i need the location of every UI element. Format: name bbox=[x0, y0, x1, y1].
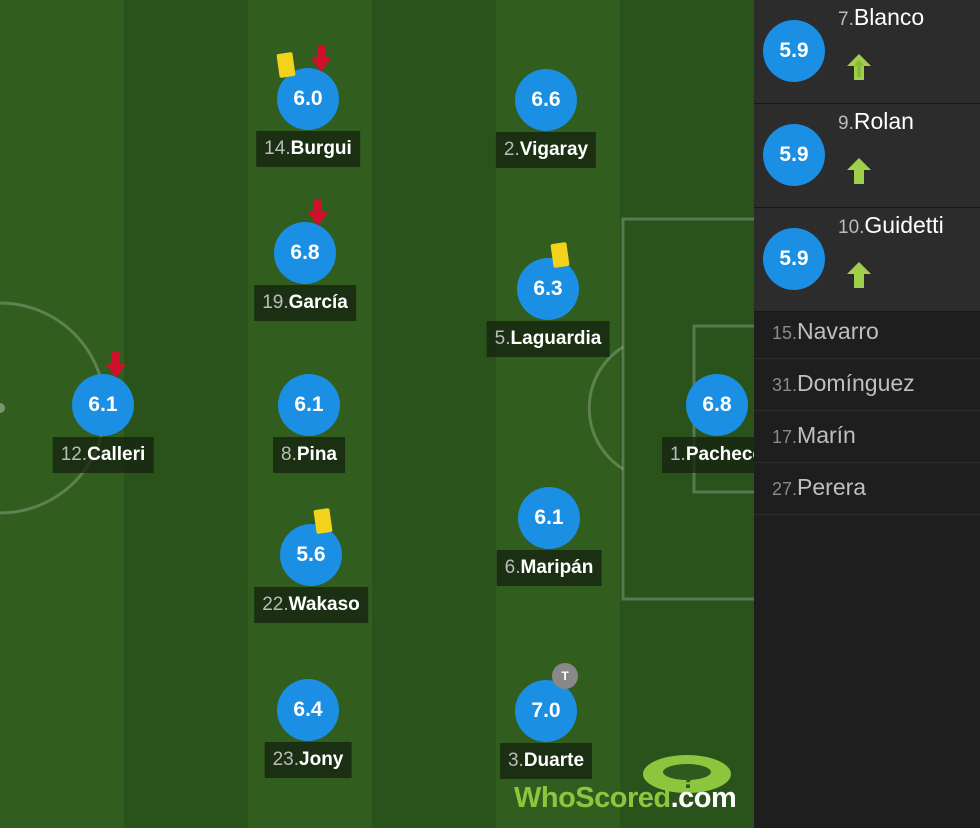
svg-text:?: ? bbox=[680, 763, 697, 794]
substitute-row[interactable]: 5.9 9.Rolan bbox=[754, 104, 980, 208]
player-number: 3. bbox=[507, 750, 524, 771]
player-name: Duarte bbox=[523, 750, 585, 771]
bench-player-name: Navarro bbox=[797, 318, 879, 344]
player-name: Pacheco bbox=[685, 444, 754, 465]
player-name: Vigaray bbox=[519, 139, 589, 160]
player-name-label: 22.Wakaso bbox=[254, 587, 368, 623]
player-number: 19. bbox=[262, 292, 289, 313]
substitute-name-label: 7.Blanco bbox=[838, 4, 924, 31]
player-rating: 6.6 bbox=[515, 69, 577, 131]
bench-player-label: 17.Marín bbox=[772, 422, 856, 449]
player-number: 22. bbox=[262, 594, 289, 615]
player-number: 23. bbox=[272, 749, 300, 770]
player-name-label: 6.Maripán bbox=[496, 550, 602, 586]
bench-player-number: 17. bbox=[772, 427, 798, 447]
substitute-name: Rolan bbox=[853, 108, 914, 134]
sub-in-arrow-icon bbox=[847, 158, 871, 184]
player-number: 8. bbox=[281, 444, 297, 465]
substitute-rating: 5.9 bbox=[763, 228, 825, 290]
player-rating: 6.3 bbox=[517, 258, 579, 320]
player-rating: 7.0 bbox=[515, 680, 577, 742]
bench-player-label: 31.Domínguez bbox=[772, 370, 915, 397]
bench-player-number: 15. bbox=[772, 323, 798, 343]
pitch-stripe bbox=[372, 0, 496, 828]
bench-player-name: Domínguez bbox=[797, 370, 915, 396]
logo-text-main: WhoScored bbox=[514, 782, 671, 814]
player-rating: 6.4 bbox=[277, 679, 339, 741]
substitute-rating: 5.9 bbox=[763, 20, 825, 82]
player-rating: 6.8 bbox=[686, 374, 748, 436]
whoscored-logo-text: WhoScored.com bbox=[514, 782, 737, 815]
player-name-label: 2.Vigaray bbox=[495, 132, 597, 168]
bench-player-row[interactable]: 17.Marín bbox=[754, 410, 980, 463]
bench-player-label: 27.Perera bbox=[772, 474, 866, 501]
sub-in-arrow-icon bbox=[847, 54, 871, 80]
player-name-label: 12.Calleri bbox=[52, 437, 154, 473]
bench-player-label: 15.Navarro bbox=[772, 318, 879, 345]
player-name-label: 5.Laguardia bbox=[486, 321, 610, 357]
player-name-label: 8.Pina bbox=[273, 437, 345, 473]
substitutes-sidebar: 5.9 7.Blanco 5.9 9.Rolan 5.9 10.Guidetti… bbox=[754, 0, 980, 828]
player-name: Calleri bbox=[87, 444, 146, 465]
yellow-card-icon bbox=[276, 52, 296, 78]
player-rating: 6.8 bbox=[274, 222, 336, 284]
substitute-rating: 5.9 bbox=[763, 124, 825, 186]
substitute-number: 10. bbox=[838, 217, 865, 238]
player-name: Laguardia bbox=[510, 328, 602, 349]
player-name: Pina bbox=[296, 444, 337, 465]
player-number: 2. bbox=[503, 139, 520, 160]
yellow-card-icon bbox=[313, 508, 333, 534]
bench-player-number: 31. bbox=[772, 375, 798, 395]
player-rating: 6.1 bbox=[518, 487, 580, 549]
player-name: García bbox=[288, 292, 348, 313]
sub-off-arrow-icon bbox=[311, 46, 331, 72]
sub-off-arrow-icon bbox=[308, 200, 328, 226]
whoscored-logo: ? WhoScored.com bbox=[512, 752, 742, 822]
substitute-number: 9. bbox=[838, 113, 854, 134]
logo-text-suffix: .com bbox=[670, 782, 737, 814]
pitch-stripe bbox=[124, 0, 248, 828]
player-number: 5. bbox=[494, 328, 511, 349]
player-number: 1. bbox=[669, 444, 686, 465]
substitute-row[interactable]: 5.9 7.Blanco bbox=[754, 0, 980, 104]
substitute-name: Guidetti bbox=[864, 212, 944, 238]
sub-off-arrow-icon bbox=[106, 352, 126, 378]
player-rating: 6.0 bbox=[277, 68, 339, 130]
bench-player-number: 27. bbox=[772, 479, 798, 499]
bench-player-name: Marín bbox=[797, 422, 856, 448]
player-rating: 5.6 bbox=[280, 524, 342, 586]
player-name-label: 1.Pacheco bbox=[661, 437, 754, 473]
yellow-card-icon bbox=[550, 242, 570, 268]
player-rating: 6.1 bbox=[278, 374, 340, 436]
bench-player-name: Perera bbox=[797, 474, 867, 500]
substitute-name-label: 9.Rolan bbox=[838, 108, 914, 135]
substitute-row[interactable]: 5.9 10.Guidetti bbox=[754, 208, 980, 312]
bench-player-row[interactable]: 31.Domínguez bbox=[754, 358, 980, 411]
player-name: Burgui bbox=[290, 138, 352, 159]
player-name: Wakaso bbox=[288, 594, 360, 615]
player-number: 6. bbox=[504, 557, 521, 578]
substitute-name: Blanco bbox=[853, 4, 925, 30]
player-number: 14. bbox=[264, 138, 291, 159]
player-name-label: 14.Burgui bbox=[256, 131, 360, 167]
player-name-label: 3.Duarte bbox=[499, 743, 593, 779]
player-name-label: 23.Jony bbox=[264, 742, 352, 778]
bench-player-row[interactable]: 15.Navarro bbox=[754, 306, 980, 359]
substitute-number: 7. bbox=[838, 9, 854, 30]
substitute-name-label: 10.Guidetti bbox=[838, 212, 944, 239]
whoscored-logo-mark: ? bbox=[643, 755, 731, 794]
player-name-label: 19.García bbox=[254, 285, 356, 321]
player-rating: 6.1 bbox=[72, 374, 134, 436]
player-number: 12. bbox=[60, 444, 88, 465]
man-of-the-match-icon: T bbox=[552, 663, 578, 689]
player-name: Jony bbox=[299, 749, 344, 770]
sub-in-arrow-icon bbox=[847, 262, 871, 288]
player-name: Maripán bbox=[520, 557, 594, 578]
bench-player-row[interactable]: 27.Perera bbox=[754, 462, 980, 515]
